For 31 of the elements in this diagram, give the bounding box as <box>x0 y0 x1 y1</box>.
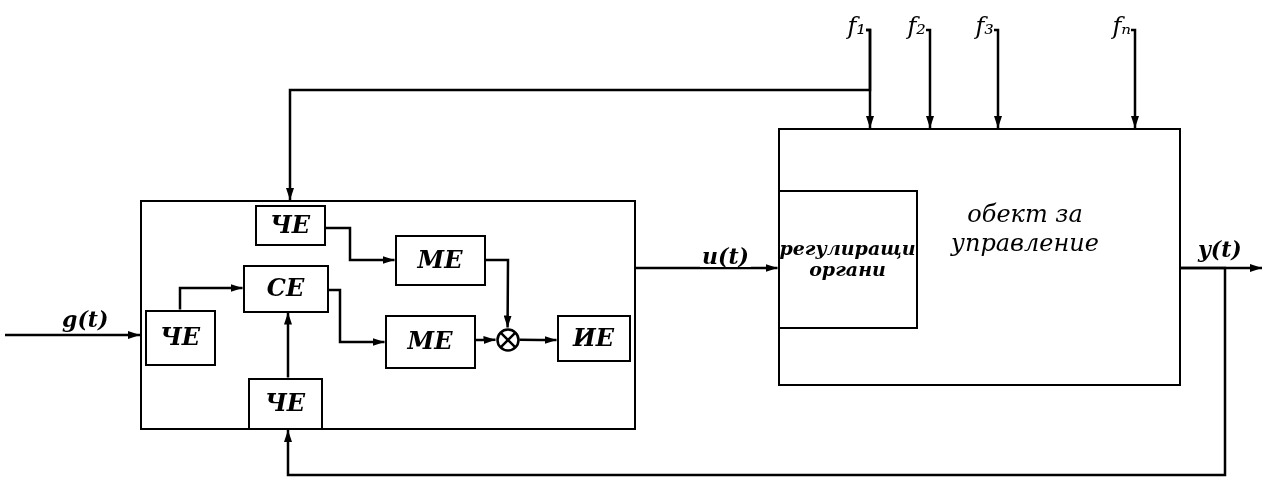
arrow <box>485 258 512 328</box>
block-box: ЧЕ <box>254 204 326 246</box>
arrow <box>994 28 1002 128</box>
arrow <box>1131 28 1139 128</box>
signal-label: f₃ <box>975 14 994 38</box>
signal-label: f₂ <box>907 14 926 38</box>
multiplier-junction <box>495 327 520 352</box>
edge-label: u(t) <box>700 245 751 267</box>
block-box: регулиращи органи <box>777 189 918 329</box>
arrow <box>325 226 395 264</box>
arrow <box>519 336 557 344</box>
arrow <box>636 264 778 272</box>
arrow <box>284 266 1227 477</box>
block-box: МЕ <box>384 314 476 369</box>
object-box <box>778 128 1181 386</box>
controller-box <box>140 200 636 430</box>
arrow <box>328 288 385 346</box>
block-box: МЕ <box>394 234 486 286</box>
arrow <box>178 284 243 310</box>
arrow <box>286 28 872 200</box>
arrow <box>926 28 934 128</box>
block-box: ИЕ <box>556 314 631 362</box>
block-box: СЕ <box>242 264 329 313</box>
block-box: ЧЕ <box>144 309 216 366</box>
signal-label: fₙ <box>1112 14 1131 38</box>
arrow <box>5 331 140 339</box>
block-box: ЧЕ <box>247 377 323 430</box>
arrow <box>284 312 292 378</box>
arrow <box>475 336 496 345</box>
signal-label: f₁ <box>847 14 866 38</box>
block-title: обект за управление <box>949 200 1100 258</box>
